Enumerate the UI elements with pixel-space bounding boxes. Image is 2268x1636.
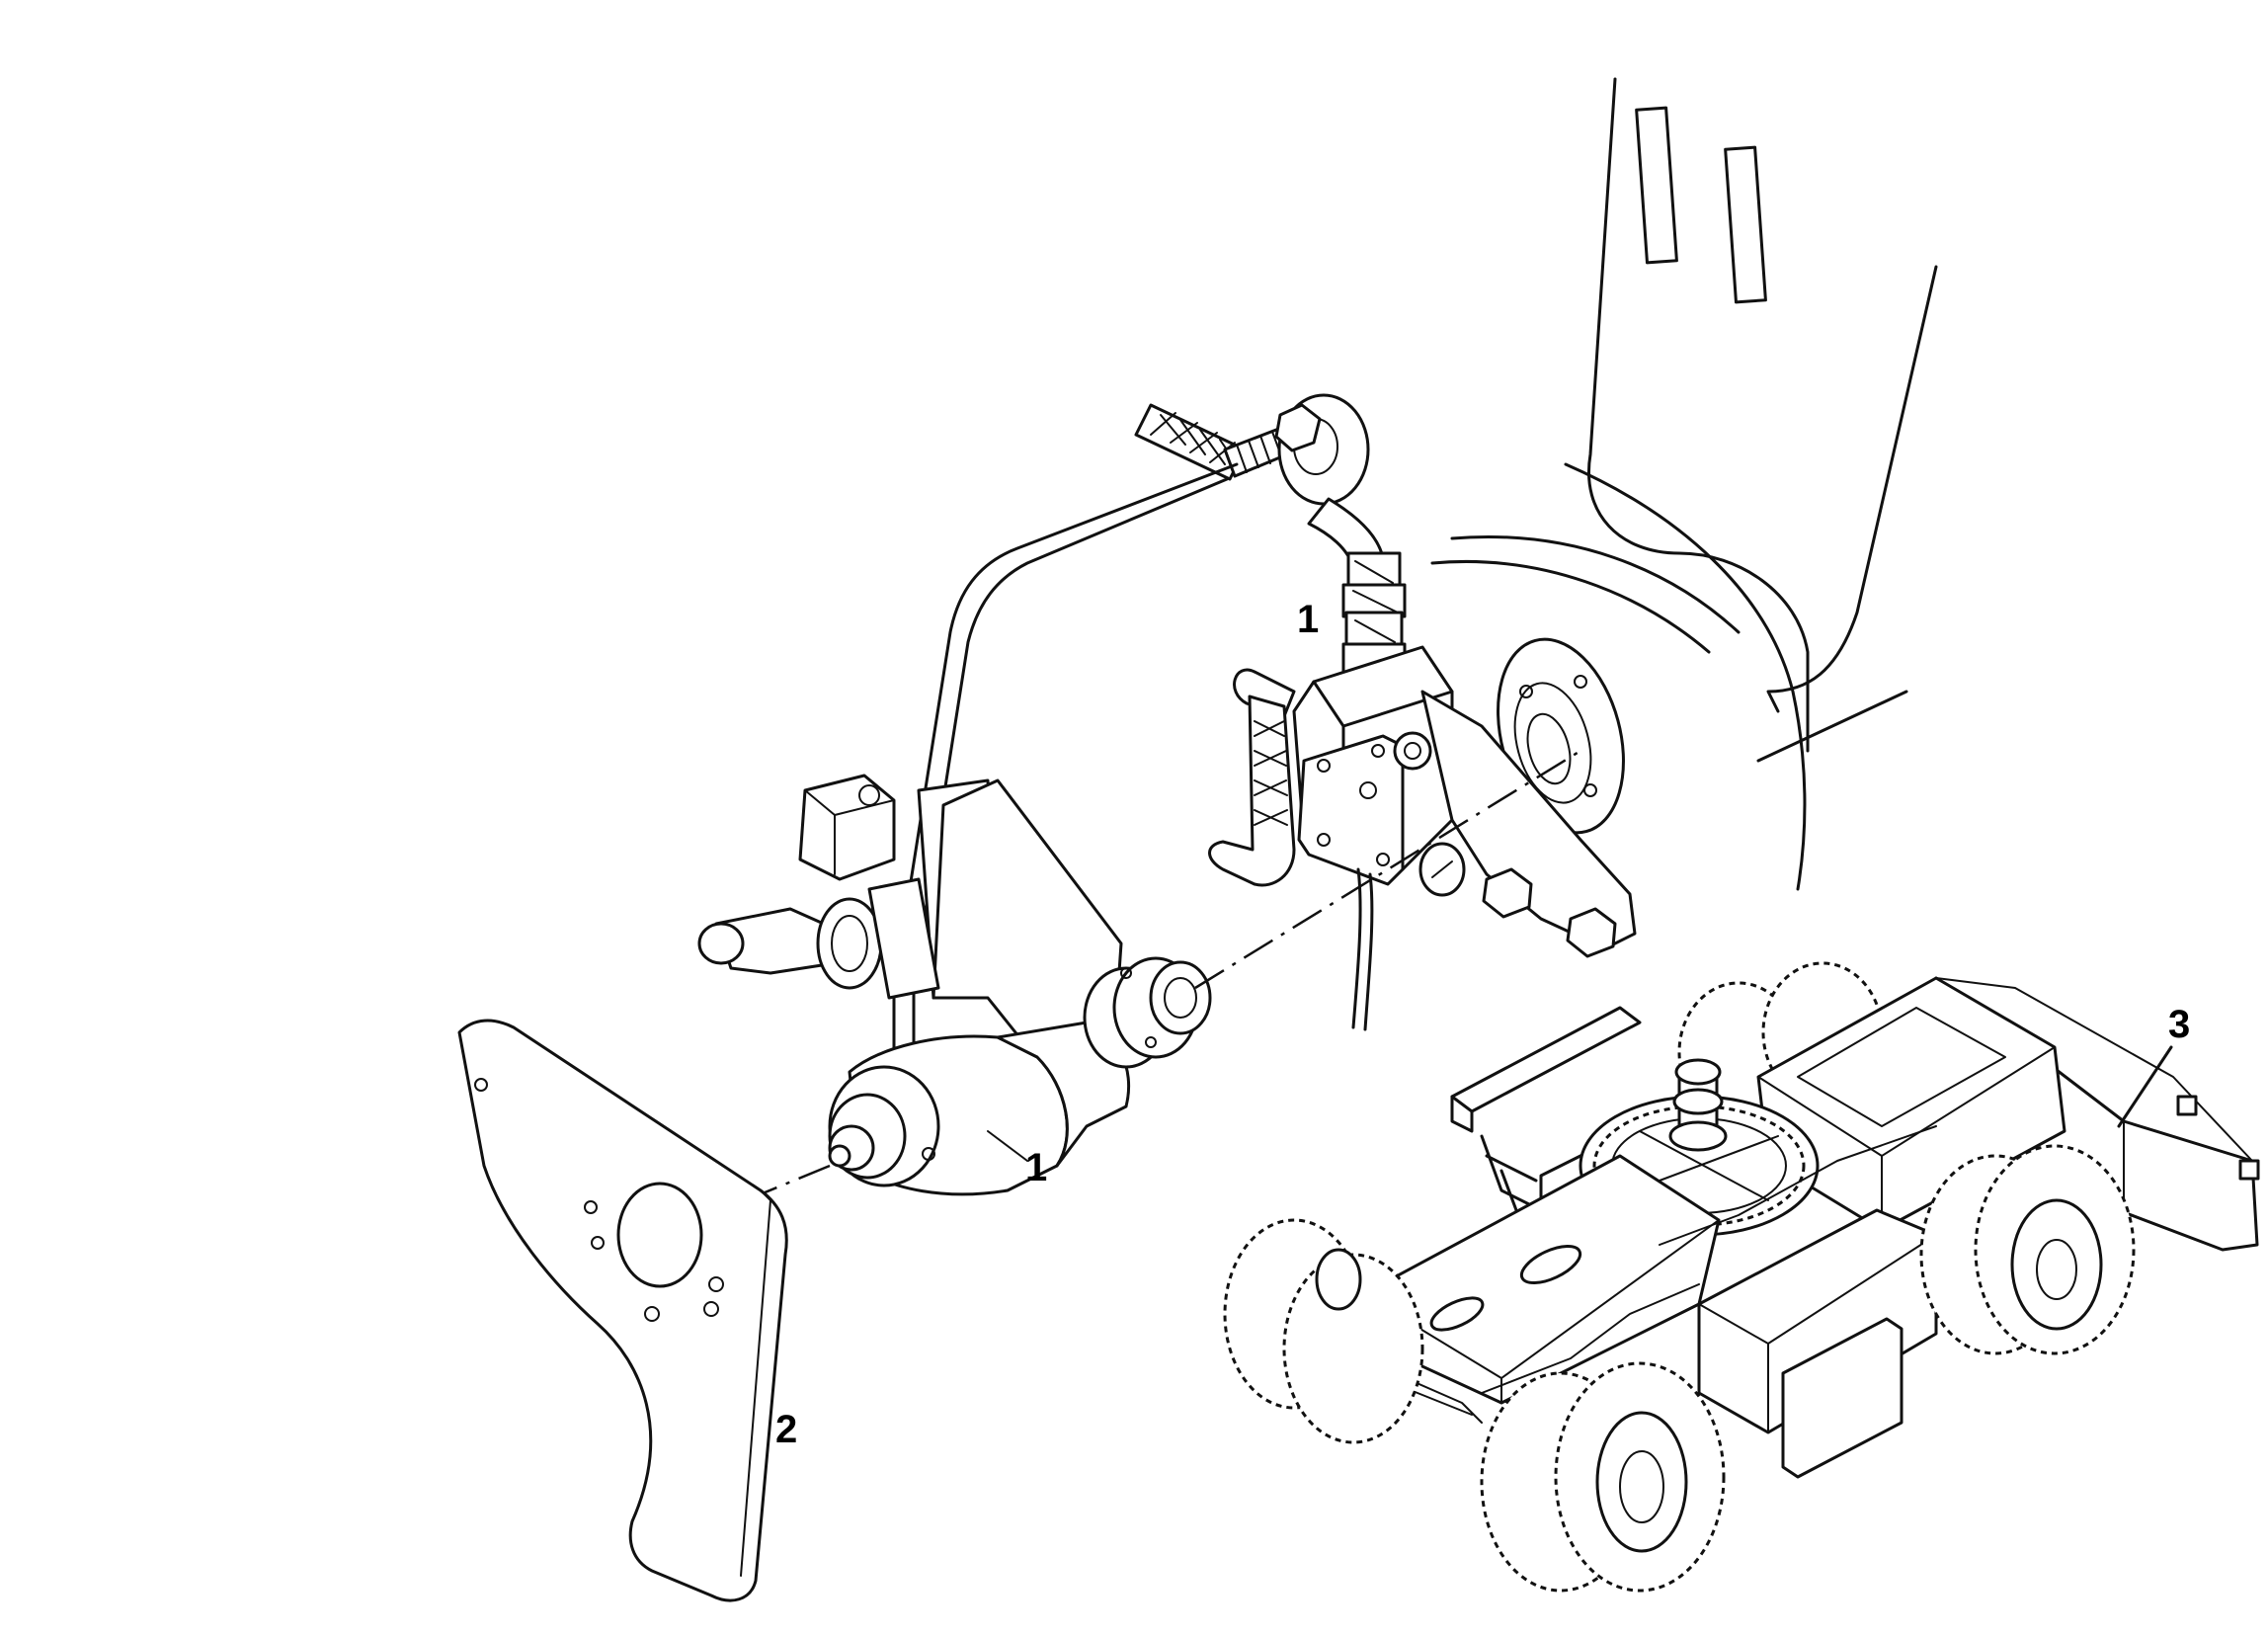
upper-pump-assembly <box>1134 393 1637 1031</box>
callout-1-lower: 1 <box>1025 1146 1047 1189</box>
vehicle-chassis-overview <box>1223 961 2260 1593</box>
gasket-plate <box>457 1019 788 1602</box>
callout-1-upper: 1 <box>1297 598 1319 641</box>
vehicle-body-outline <box>1430 77 1938 891</box>
leader-line-1 <box>987 1130 1028 1162</box>
callout-3: 3 <box>2168 1003 2190 1046</box>
gear-pump-assembly <box>697 462 1239 1196</box>
callout-2: 2 <box>775 1408 797 1451</box>
